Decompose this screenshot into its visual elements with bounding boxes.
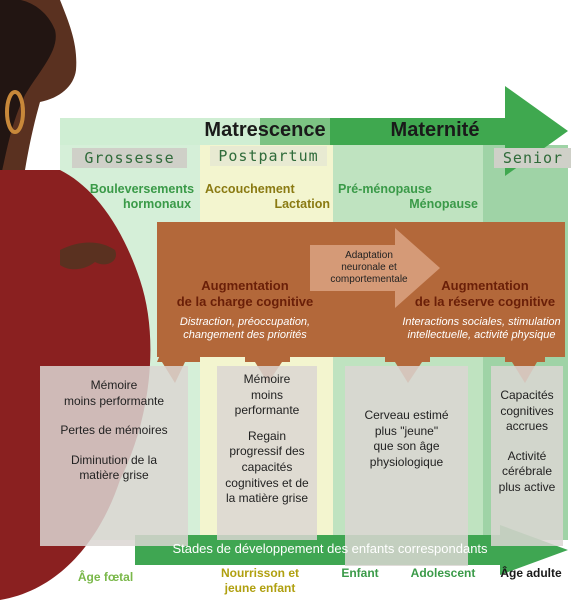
maternite-label: Maternité [390,119,480,141]
box-postpartum: Mémoire moins performante Regain progres… [217,366,317,540]
adaptation-text: Adaptation neuronale et comportementale [318,250,420,286]
event-postpartum: Accouchement Lactation [205,182,330,212]
b2-line3: performante [234,403,300,418]
phase-senior: Senior [494,148,571,168]
b2-line5: progressif des [229,444,305,459]
b4-line4: Activité [507,448,547,463]
reserve-title-line1: Augmentation [441,278,529,293]
b2-line8: la matière grise [225,491,309,506]
b4-line5: cérébrale [501,464,553,479]
b2-line7: cognitives et de [225,475,309,490]
b4-line3: accrues [505,419,549,434]
stage-foetal: Âge fœtal [77,570,134,584]
b1-line1: Mémoire [90,378,138,392]
reserve-title-line2: de la réserve cognitive [414,293,556,309]
b1-line3: Pertes de mémoires [60,423,168,438]
phase-postpartum: Postpartum [210,146,327,166]
charge-title: Augmentation de la charge cognitive [160,278,330,309]
box-senior: Capacités cognitives accrues Activité cé… [491,366,563,546]
b2-line2: moins [250,387,283,402]
reserve-desc: Interactions sociales, stimulation intel… [398,316,565,342]
event-menopause-line1: Pré-ménopause [338,182,432,196]
b1-line4: Diminution de la [70,452,158,467]
b2-line6: capacités [241,459,293,474]
charge-desc-line2: changement des priorités [183,329,307,342]
event-menopause-line2: Ménopause [409,197,478,211]
b2-line4: Regain [247,428,287,443]
event-grossesse-line2: hormonaux [122,197,192,211]
stage-adulte: Âge adulte [500,566,562,580]
event-grossesse-line1: Bouleversements [89,182,195,196]
event-menopause: Pré-ménopause Ménopause [338,182,478,212]
box-menopause: Cerveau estimé plus "jeune" que son âge … [345,366,468,566]
b3-line4: physiologique [369,454,444,469]
stage-adolescent: Adolescent [410,566,476,580]
adaptation-arrow [310,228,440,308]
b4-line2: cognitives [500,403,554,418]
matrescence-label: Matrescence [204,119,326,141]
adaptation-line1: Adaptation [345,250,393,261]
reserve-title: Augmentation de la réserve cognitive [405,278,565,309]
charge-desc-line1: Distraction, préoccupation, [179,316,311,328]
charge-title-line1: Augmentation [201,278,289,293]
top-arrow-gradient [260,118,330,145]
event-postpartum-line1: Accouchement [205,182,295,196]
box-grossesse: Mémoire moins performante Pertes de mémo… [40,366,188,546]
b3-line2: plus "jeune" [374,423,439,438]
adaptation-line3: comportementale [330,274,408,285]
charge-desc: Distraction, préoccupation, changement d… [165,316,325,342]
stage-enfant: Enfant [341,566,379,580]
stage-nourrisson-line1: Nourrisson et [220,566,299,580]
b1-line2: moins performante [63,393,165,408]
phase-grossesse: Grossesse [72,148,187,168]
b2-line1: Mémoire [243,372,291,386]
b1-line5: matière grise [79,468,149,483]
b3-line1: Cerveau estimé [364,408,449,422]
stage-nourrisson: Nourrisson et jeune enfant [205,566,315,596]
b3-line3: que son âge [373,439,440,454]
b4-line6: plus active [498,479,556,494]
adaptation-line2: neuronale et [341,262,397,273]
event-grossesse: Bouleversements hormonaux [80,182,204,212]
b4-line1: Capacités [500,388,554,402]
stage-nourrisson-line2: jeune enfant [224,581,296,595]
charge-title-line2: de la charge cognitive [176,293,314,309]
bottom-bar-text: Stades de développement des enfants corr… [172,541,488,556]
reserve-desc-line1: Interactions sociales, stimulation [402,316,561,328]
reserve-desc-line2: intellectuelle, activité physique [407,329,556,342]
event-postpartum-line2: Lactation [274,197,330,211]
